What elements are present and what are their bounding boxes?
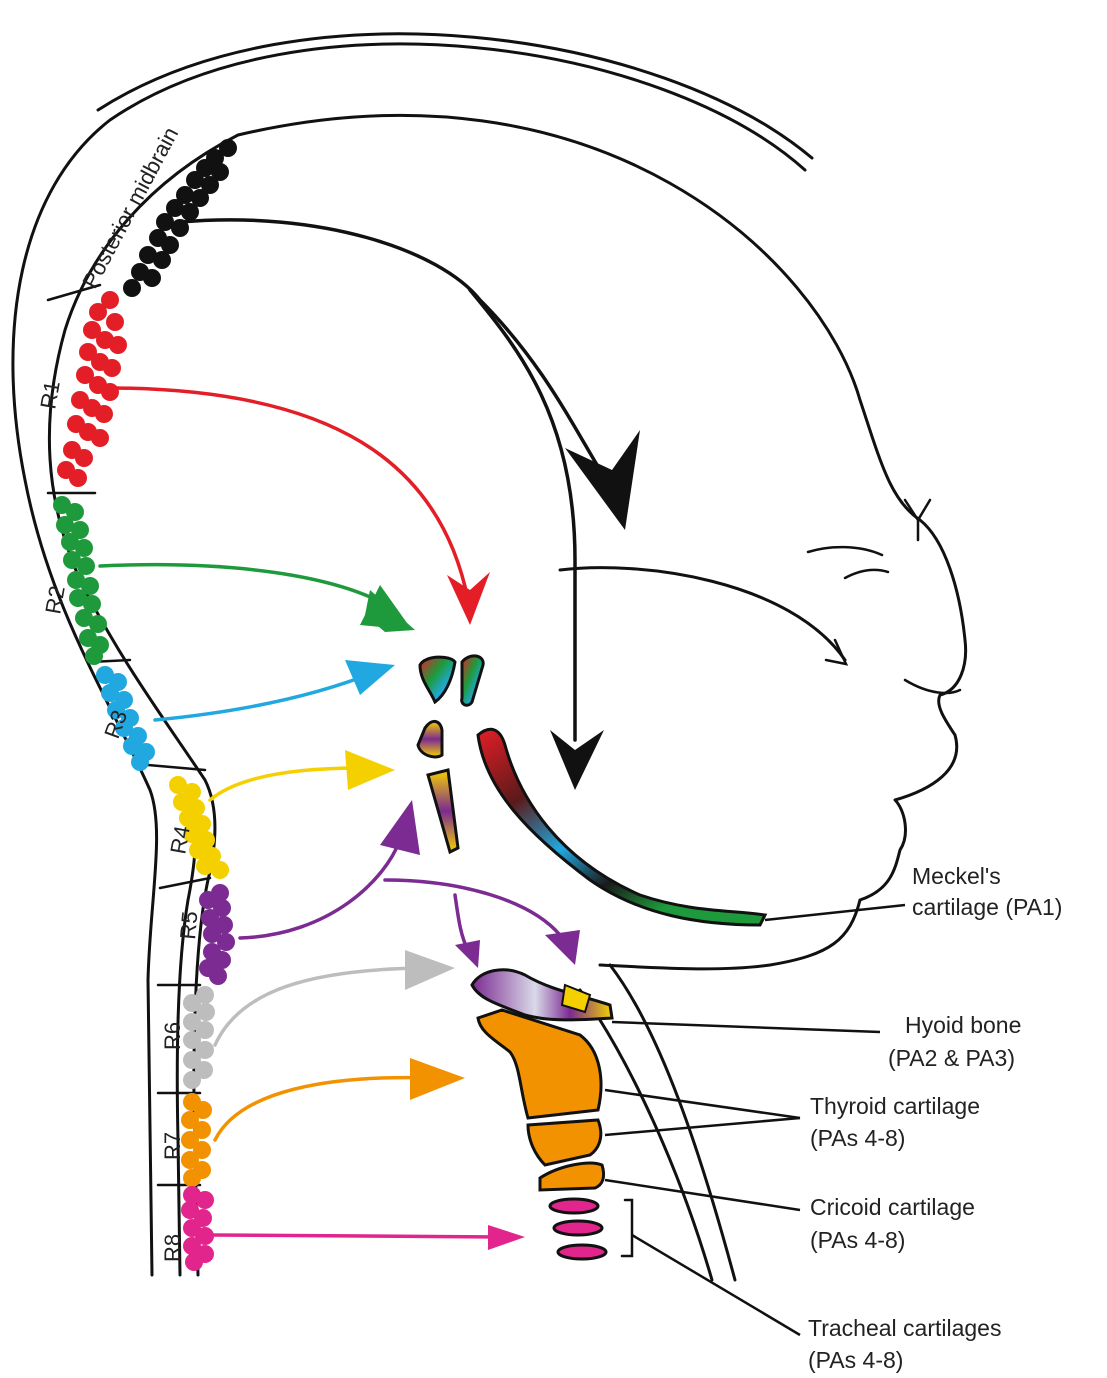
arrow-r4	[210, 768, 360, 800]
neural-crest-cell	[196, 1191, 214, 1209]
malleus-incus	[420, 657, 455, 702]
neural-crest-cell	[183, 1071, 201, 1089]
label-r6: R6	[160, 1022, 185, 1050]
neural-crest-cell	[89, 303, 107, 321]
tracheal-bracket	[622, 1200, 632, 1256]
arrow-midbrain-main	[180, 220, 600, 470]
neural-crest-cell	[101, 383, 119, 401]
arrow-r1-head	[447, 572, 490, 625]
label-cricoid-line1: Cricoid cartilage	[810, 1194, 975, 1220]
arrow-r2	[100, 565, 395, 610]
tracheal-ring-3	[558, 1245, 606, 1259]
leader-lines	[605, 905, 905, 1335]
label-meckels-line2: cartilage (PA1)	[912, 894, 1062, 920]
thyroid-cartilage	[478, 1010, 601, 1118]
tracheal-cartilages	[550, 1199, 632, 1259]
neural-crest-cell	[91, 429, 109, 447]
neural-crest-cell	[95, 405, 113, 423]
arrow-r7	[215, 1078, 430, 1140]
label-meckels-line1: Meckel's	[912, 863, 1001, 889]
incus-2	[462, 656, 483, 705]
arrow-midbrain-head-2	[550, 730, 604, 790]
neural-crest-cell	[211, 861, 229, 879]
label-hyoid-line2: (PA2 & PA3)	[888, 1045, 1015, 1071]
neural-crest-cell	[143, 269, 161, 287]
label-r5: R5	[175, 910, 202, 940]
neural-crest-cell	[85, 647, 103, 665]
cells-r6	[183, 986, 215, 1089]
arrow-r3	[155, 672, 375, 720]
neural-crest-cell	[185, 1253, 203, 1271]
label-thyroid-line1: Thyroid cartilage	[810, 1093, 980, 1119]
arrow-r6	[215, 968, 420, 1045]
tracheal-ring-2	[554, 1221, 602, 1235]
label-r7: R7	[160, 1132, 185, 1160]
arrow-r5-branch-2	[455, 895, 468, 950]
meckels-cartilage	[478, 729, 765, 925]
thyroid-lower	[528, 1120, 601, 1165]
cells-r8	[181, 1186, 214, 1271]
styloid	[428, 770, 458, 852]
neural-crest-cell	[131, 753, 149, 771]
neural-crest-cell	[69, 469, 87, 487]
cells-r5	[199, 884, 235, 985]
arrow-midbrain-head-1	[565, 430, 640, 530]
arrow-r5-head	[380, 800, 420, 855]
arrow-r5-branch-2-head	[455, 940, 480, 968]
arrow-r3-head	[345, 660, 395, 695]
arrow-r5-branch-head	[545, 930, 580, 965]
arrow-r6-head	[405, 950, 455, 990]
arrow-midbrain-branch	[470, 290, 575, 740]
middle-ear-elements	[418, 656, 483, 852]
label-hyoid-line1: Hyoid bone	[905, 1012, 1021, 1038]
stapes	[418, 721, 442, 757]
label-r4: R4	[165, 824, 195, 856]
arrow-r8	[210, 1235, 500, 1237]
cells-r2	[53, 496, 109, 665]
neural-crest-cell	[106, 313, 124, 331]
neural-crest-cell	[153, 251, 171, 269]
label-cricoid-line2: (PAs 4-8)	[810, 1227, 905, 1253]
neural-crest-cell	[123, 279, 141, 297]
label-tracheal-line2: (PAs 4-8)	[808, 1347, 903, 1373]
arrow-r4-head	[345, 750, 395, 790]
arrow-r1	[115, 388, 468, 600]
arrow-r5-branch	[385, 880, 560, 935]
arrow-r8-head	[488, 1225, 525, 1250]
arrow-r7-head	[410, 1058, 465, 1100]
neural-crest-cell	[109, 336, 127, 354]
neural-crest-cell	[75, 449, 93, 467]
neural-crest-cell	[183, 1169, 201, 1187]
cells-r7	[181, 1093, 212, 1187]
label-r1: R1	[35, 379, 65, 411]
label-tracheal-line1: Tracheal cartilages	[808, 1315, 1001, 1341]
tracheal-ring-1	[550, 1199, 598, 1213]
neural-crest-cell	[209, 967, 227, 985]
cricoid-cartilage	[540, 1163, 604, 1190]
neural-crest-cell	[103, 359, 121, 377]
label-thyroid-line2: (PAs 4-8)	[810, 1125, 905, 1151]
neural-crest-cell	[181, 203, 199, 221]
arrow-r5	[240, 840, 400, 938]
label-r8: R8	[160, 1234, 185, 1262]
label-r2: R2	[40, 584, 70, 616]
